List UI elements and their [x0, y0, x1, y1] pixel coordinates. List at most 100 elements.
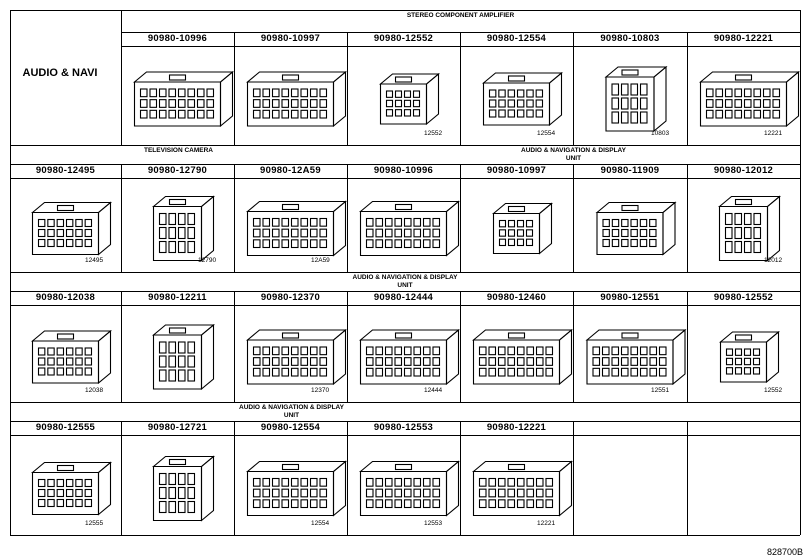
connector-drawing: [151, 455, 216, 522]
part-number: 90980-12221: [486, 422, 547, 433]
connector-tag: 12012: [764, 257, 783, 264]
column-divider: [234, 291, 235, 402]
connector-drawing: [471, 460, 573, 517]
connector-tag: 12370: [311, 387, 330, 394]
connector-tag: 12444: [424, 387, 443, 394]
section-heading: STEREO COMPONENT AMPLIFIER: [406, 12, 515, 19]
part-number: 90980-12553: [373, 422, 434, 433]
column-divider: [573, 421, 574, 535]
frame-right: [800, 10, 801, 535]
connector-drawing: [245, 70, 347, 128]
connector-tag: 12221: [537, 520, 556, 527]
column-divider: [573, 164, 574, 272]
section-heading: AUDIO & NAVIGATION & DISPLAY UNIT: [521, 147, 626, 162]
connector-tag: 12790: [198, 257, 217, 264]
column-divider: [460, 291, 461, 402]
part-number: 90980-12495: [35, 165, 96, 176]
connector-drawing: [358, 200, 460, 257]
connector-drawing: [245, 460, 347, 517]
column-divider: [121, 421, 122, 535]
connector-drawing: [358, 328, 460, 386]
part-number: 90980-12038: [35, 292, 96, 303]
connector-drawing: [132, 70, 234, 128]
connector-tag: 12554: [311, 520, 330, 527]
connector-cell: [460, 179, 573, 272]
connector-cell: 12370: [234, 306, 347, 402]
column-divider: [573, 32, 574, 145]
part-number: 90980-12554: [260, 422, 321, 433]
part-number: 90980-12721: [147, 422, 208, 433]
row-divider: [10, 145, 800, 146]
connector-tag: 12552: [424, 130, 443, 137]
part-number: 90980-11909: [600, 165, 660, 176]
connector-tag: 12A59: [311, 257, 330, 264]
connector-tag: 12552: [764, 387, 783, 394]
connector-drawing: [30, 201, 113, 256]
column-divider: [687, 291, 688, 402]
part-number: 90980-12444: [373, 292, 434, 303]
heading-divider: [10, 421, 573, 422]
heading-divider: [573, 421, 800, 422]
partnumber-divider: [10, 435, 573, 436]
row-divider: [10, 272, 800, 273]
connector-cell: 12A59: [234, 179, 347, 272]
part-number: 90980-10997: [486, 165, 547, 176]
column-divider: [687, 164, 688, 272]
connector-drawing: [718, 330, 781, 384]
column-divider: [121, 291, 122, 402]
connector-cell: 12790: [121, 179, 234, 272]
connector-tag: 12553: [424, 520, 443, 527]
row-divider: [10, 402, 800, 403]
column-divider: [687, 32, 688, 145]
connector-cell: 12552: [347, 47, 460, 145]
column-divider: [347, 421, 348, 535]
part-number: 90980-12A59: [260, 165, 321, 176]
connector-tag: 12551: [651, 387, 670, 394]
connector-cell: 12552: [687, 306, 800, 402]
connector-cell: 12221: [687, 47, 800, 145]
connector-cell: 12495: [10, 179, 121, 272]
connector-cell: [121, 306, 234, 402]
part-number: 90980-12211: [148, 292, 207, 303]
partnumber-divider: [10, 178, 800, 179]
connector-tag: 12554: [537, 130, 556, 137]
column-divider: [573, 291, 574, 402]
side-label: AUDIO & NAVI: [22, 66, 98, 79]
part-number: 90980-10996: [373, 165, 434, 176]
connector-tag: 12221: [764, 130, 783, 137]
column-divider: [460, 32, 461, 145]
connector-drawing: [358, 460, 460, 517]
partnumber-divider: [10, 305, 800, 306]
connector-drawing: [595, 201, 677, 256]
connector-tag: 10803: [651, 130, 670, 137]
connector-drawing: [151, 323, 216, 391]
connector-drawing: [151, 195, 216, 262]
section-heading: TELEVISION CAMERA: [144, 147, 213, 154]
column-divider: [460, 421, 461, 535]
connector-tag: 12038: [85, 387, 104, 394]
connector-cell: 12553: [347, 436, 460, 535]
connector-tag: 12495: [85, 257, 104, 264]
part-number: 90980-10996: [147, 33, 208, 44]
column-divider: [121, 164, 122, 272]
connector-drawing: [245, 200, 347, 257]
connector-cell: [121, 436, 234, 535]
connector-drawing: [698, 70, 800, 128]
part-number: 90980-12554: [486, 33, 547, 44]
connector-drawing: [604, 65, 668, 133]
connector-cell: [121, 47, 234, 145]
connector-cell: [347, 179, 460, 272]
section-heading: AUDIO & NAVIGATION & DISPLAY UNIT: [239, 404, 344, 419]
connector-drawing: [378, 72, 441, 126]
part-number: 90980-12552: [373, 33, 434, 44]
part-number: 90980-12790: [147, 165, 208, 176]
part-number: 90980-12552: [713, 292, 774, 303]
connector-cell: 10803: [573, 47, 687, 145]
heading-divider: [10, 164, 800, 165]
frame-bottom: [10, 535, 800, 536]
column-divider: [687, 421, 688, 535]
connector-drawing: [30, 461, 113, 516]
connector-cell: 12444: [347, 306, 460, 402]
column-divider: [234, 421, 235, 535]
